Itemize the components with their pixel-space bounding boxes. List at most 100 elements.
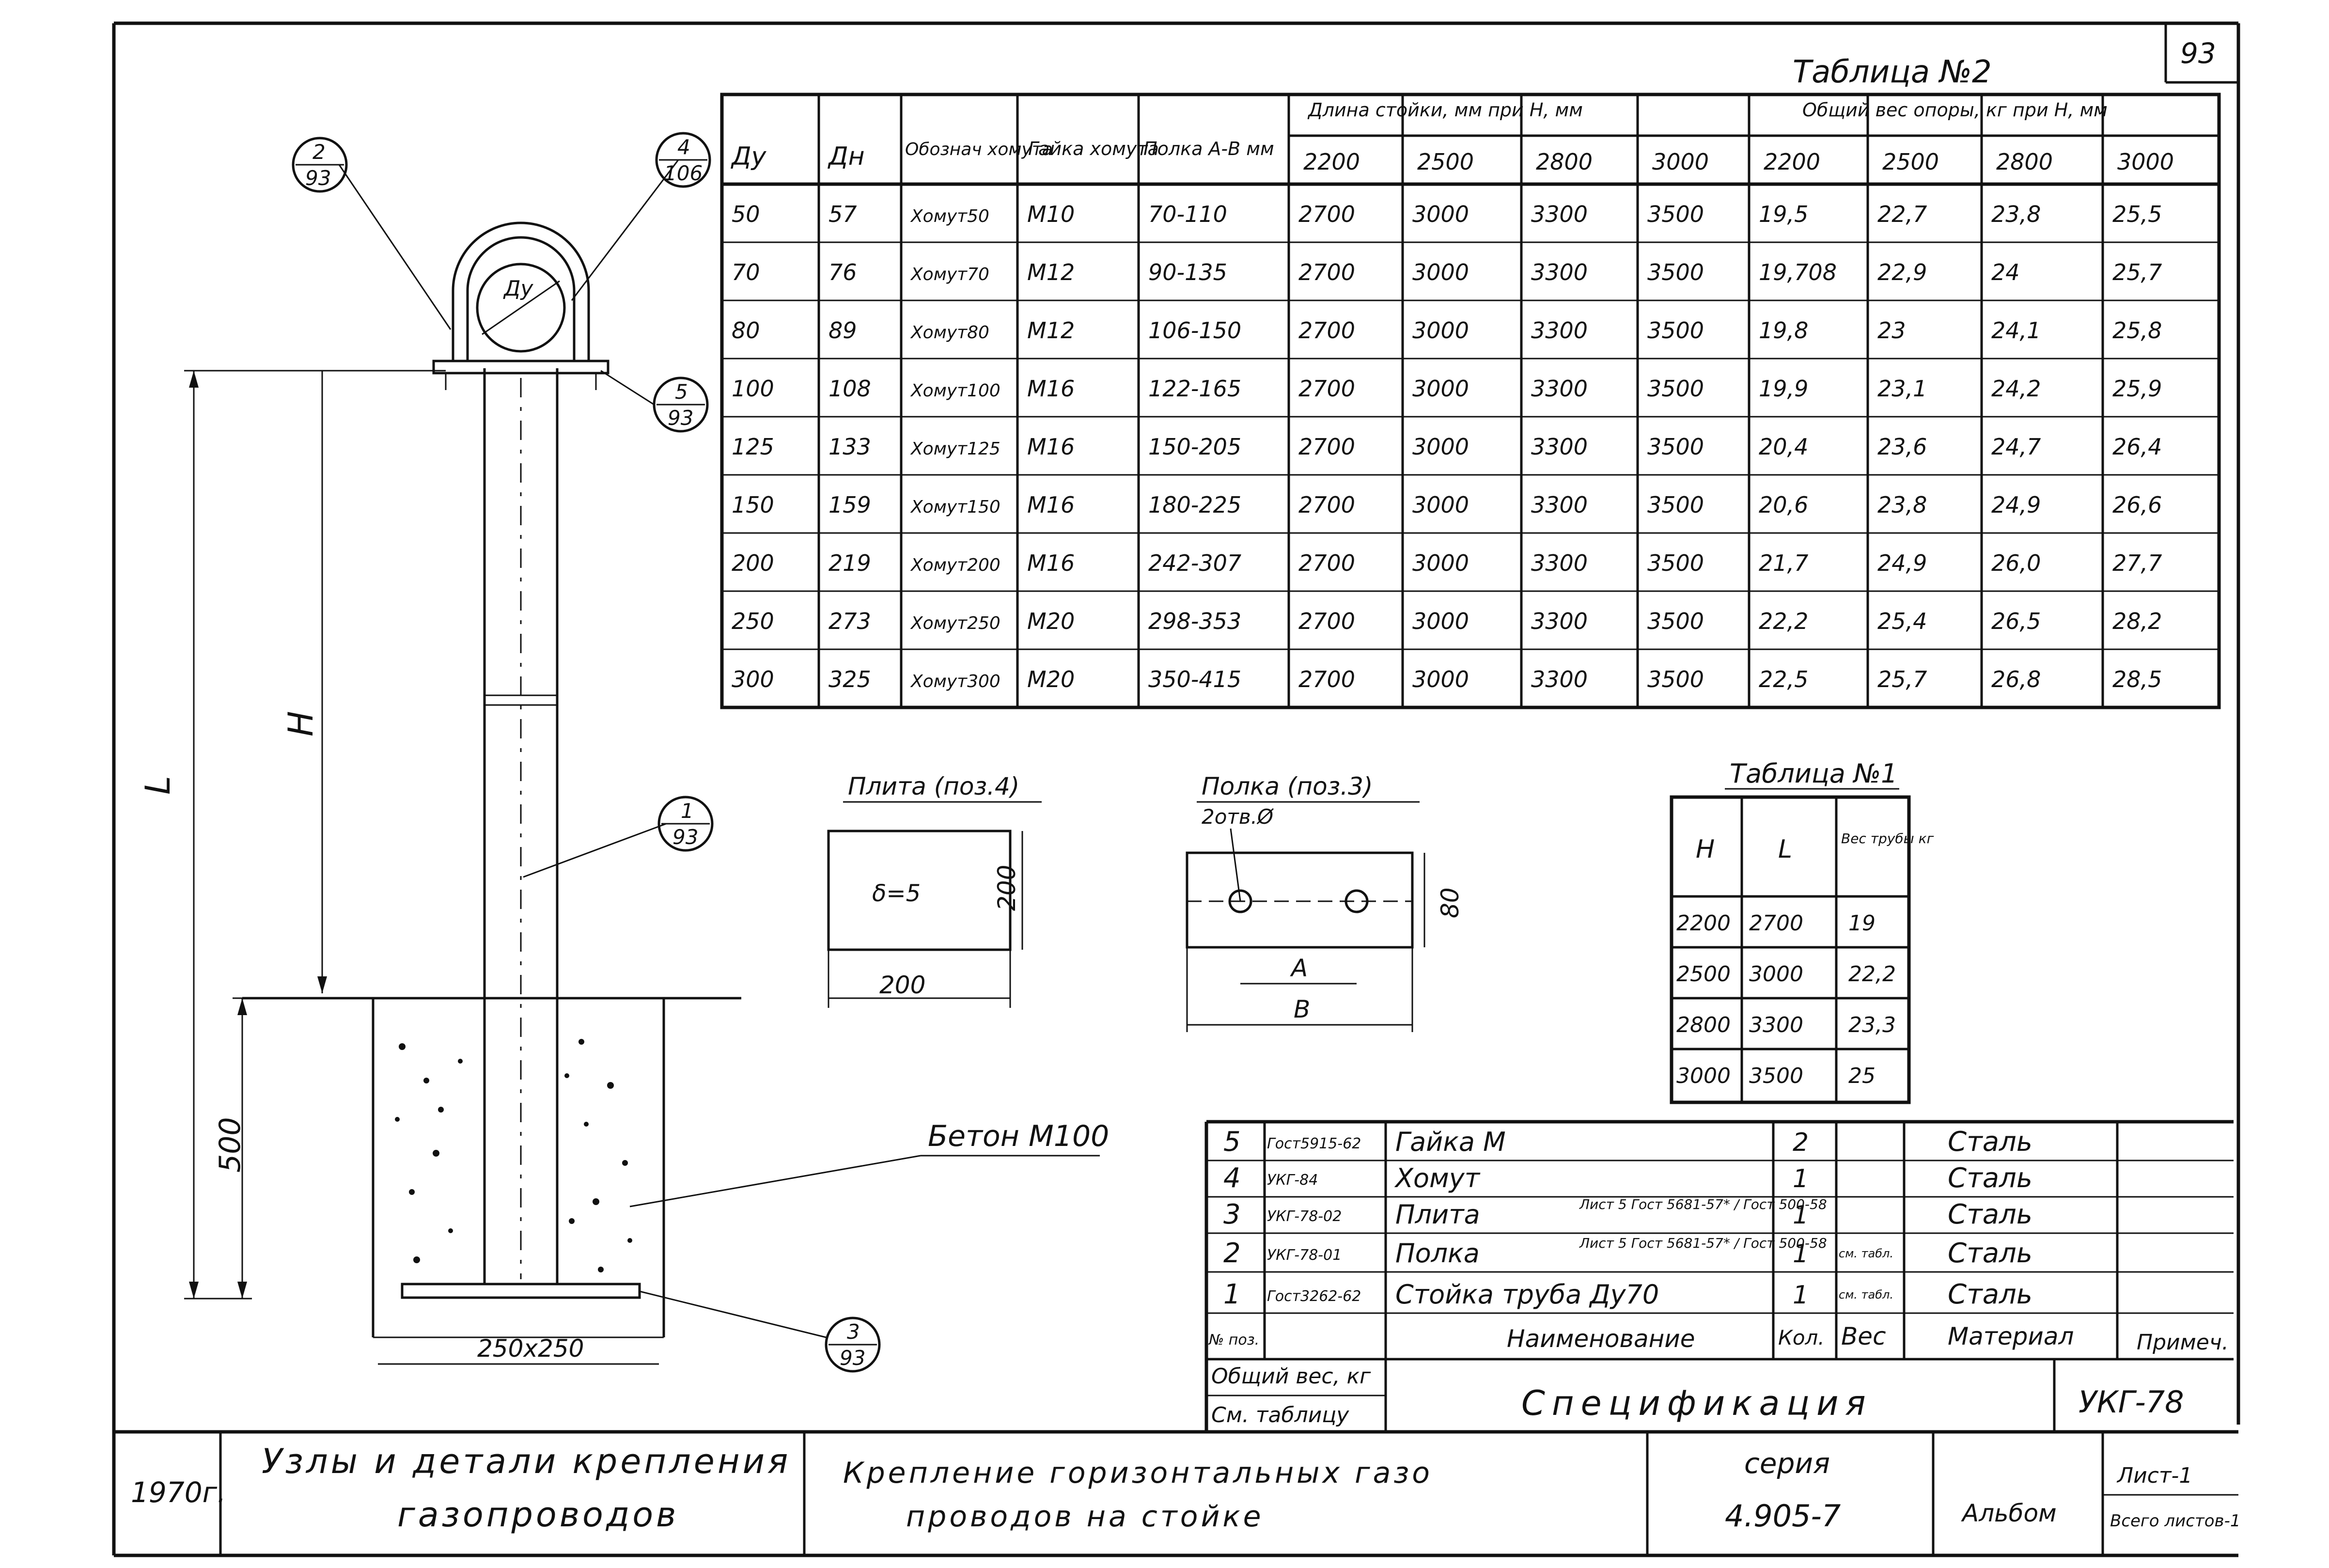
table-2-cell: 3300 xyxy=(1531,550,1588,576)
spec-header-pos: № поз. xyxy=(1208,1332,1259,1348)
svg-text:Лист 5 Гост 5681-57* / Гост 50: Лист 5 Гост 5681-57* / Гост 500-58 xyxy=(1579,1196,1827,1212)
table-2-cell: 3000 xyxy=(1412,434,1469,460)
table-2-cell: Хомут70 xyxy=(910,265,989,284)
table-2-cell: Хомут200 xyxy=(910,555,1000,575)
dim-l-label: L xyxy=(138,776,178,795)
table-2-cell: 2700 xyxy=(1298,608,1355,634)
shelf-height: 80 xyxy=(1436,887,1464,918)
svg-text:5: 5 xyxy=(1223,1126,1241,1158)
series-value: 4.905-7 xyxy=(1725,1498,1841,1534)
sheet-label: Лист-1 xyxy=(2116,1463,2192,1488)
table-2-h-value: 2200 xyxy=(1303,149,1360,175)
table-2-cell: 3300 xyxy=(1531,259,1588,285)
table-1-header-h: Н xyxy=(1696,835,1715,864)
table-2-cell: 3500 xyxy=(1647,666,1704,692)
page-number: 93 xyxy=(2180,37,2216,70)
table-1-cell: 3500 xyxy=(1749,1064,1803,1088)
table-2-cell: М12 xyxy=(1027,259,1075,285)
svg-text:Сталь: Сталь xyxy=(1948,1279,2032,1310)
svg-text:УКГ-84: УКГ-84 xyxy=(1267,1172,1318,1189)
table-2-cell: 25,7 xyxy=(1877,666,1927,692)
table-2-cell: 26,6 xyxy=(2112,492,2162,518)
table-2-cell: 108 xyxy=(828,376,871,402)
table-2-cell: 3000 xyxy=(1412,259,1469,285)
table-2-cell: 23,1 xyxy=(1877,376,1927,402)
table-2-cell: 24,9 xyxy=(1991,492,2041,518)
table-2-cell: 76 xyxy=(828,259,857,285)
table-2-cell: 250 xyxy=(732,608,774,634)
base-size-label: 250х250 xyxy=(477,1334,584,1363)
table-2-h-value: 2800 xyxy=(1536,149,1593,175)
spec-title: Спецификация xyxy=(1521,1383,1873,1423)
svg-text:2: 2 xyxy=(313,140,326,164)
table-2-cell: Хомут80 xyxy=(910,323,989,343)
support-drawing: L Н 500 250х250 xyxy=(138,132,1109,1373)
table-2-h-value: 2500 xyxy=(1882,149,1939,175)
shelf-detail: Полка (поз.3) 2отв.Ø 80 А В xyxy=(1186,772,1464,1032)
svg-text:1: 1 xyxy=(1223,1279,1241,1310)
callout-1-93: 1 93 xyxy=(657,796,714,852)
shelf-dim-a: А xyxy=(1290,954,1308,982)
table-2-cell: 3000 xyxy=(1412,317,1469,344)
table-2-cell: Хомут125 xyxy=(910,439,1000,459)
table-2-header-clamp: Обознач хомута xyxy=(905,140,1053,159)
table-1-cell: 2200 xyxy=(1676,911,1731,936)
table-2-cell: 20,6 xyxy=(1759,492,1808,518)
table-2-cell: 28,5 xyxy=(2112,666,2162,692)
table-2-cell: 80 xyxy=(732,317,760,344)
concrete-fill xyxy=(395,1039,632,1272)
svg-text:4: 4 xyxy=(1223,1162,1241,1194)
table-2-cell: 21,7 xyxy=(1759,550,1808,576)
table-2-cell: 125 xyxy=(732,434,774,460)
table-2-cell: 3000 xyxy=(1412,376,1469,402)
table-2-cell: 3300 xyxy=(1531,492,1588,518)
table-2-cell: 50 xyxy=(732,201,760,227)
table-2-cell: 2700 xyxy=(1298,666,1355,692)
svg-text:3: 3 xyxy=(1223,1199,1241,1230)
table-2-cell: 57 xyxy=(828,201,857,227)
table-2-cell: 150 xyxy=(732,492,774,518)
table-1-title: Таблица №1 xyxy=(1730,758,1898,789)
table-2-h-value: 2800 xyxy=(1996,149,2053,175)
table-2-h-value: 2500 xyxy=(1417,149,1474,175)
table-2-cell: 150-205 xyxy=(1148,434,1241,460)
svg-text:93: 93 xyxy=(305,166,331,190)
svg-text:Гайка М: Гайка М xyxy=(1395,1127,1506,1157)
svg-text:1: 1 xyxy=(1793,1281,1809,1310)
table-2-cell: Хомут100 xyxy=(910,381,1000,401)
svg-text:Полка: Полка xyxy=(1395,1238,1480,1269)
table-2-cell: 26,8 xyxy=(1991,666,2041,692)
spec-header-name: Наименование xyxy=(1507,1325,1695,1353)
plate-detail: Плита (поз.4) δ=5 200 200 xyxy=(827,772,1042,1008)
svg-text:2: 2 xyxy=(1793,1128,1809,1157)
table-2-cell: 3500 xyxy=(1647,492,1704,518)
du-label: Ду xyxy=(503,276,533,301)
table-2-cell: 24,9 xyxy=(1877,550,1927,576)
spec-header-qty: Кол. xyxy=(1778,1326,1825,1349)
table-2-cell: 3300 xyxy=(1531,608,1588,634)
table-2-cell: 24 xyxy=(1991,259,2020,285)
concrete-label: Бетон М100 xyxy=(928,1119,1109,1153)
table-2-cell: 24,1 xyxy=(1991,317,2041,344)
table-2-cell: 200 xyxy=(732,550,774,576)
table-2-h-value: 2200 xyxy=(1764,149,1820,175)
table-2-cell: 3000 xyxy=(1412,608,1469,634)
table-2-cell: Хомут50 xyxy=(910,206,989,226)
table-1-header-l: L xyxy=(1778,835,1792,864)
title-block: 1970г. Узлы и детали крепления газопрово… xyxy=(131,1432,2240,1555)
svg-text:2: 2 xyxy=(1223,1238,1241,1269)
table-2-cell: 2700 xyxy=(1298,317,1355,344)
plate-height: 200 xyxy=(993,865,1021,911)
table-2-cell: 298-353 xyxy=(1148,608,1241,634)
table-1-cell: 23,3 xyxy=(1848,1013,1896,1037)
table-1-cell: 19 xyxy=(1848,911,1876,936)
table-2-cell: М16 xyxy=(1027,434,1075,460)
svg-text:93: 93 xyxy=(672,825,698,849)
table-2-cell: 2700 xyxy=(1298,550,1355,576)
table-2-cell: 19,708 xyxy=(1759,259,1837,285)
svg-text:Сталь: Сталь xyxy=(1948,1199,2032,1230)
svg-text:УКГ-78-01: УКГ-78-01 xyxy=(1267,1247,1342,1264)
